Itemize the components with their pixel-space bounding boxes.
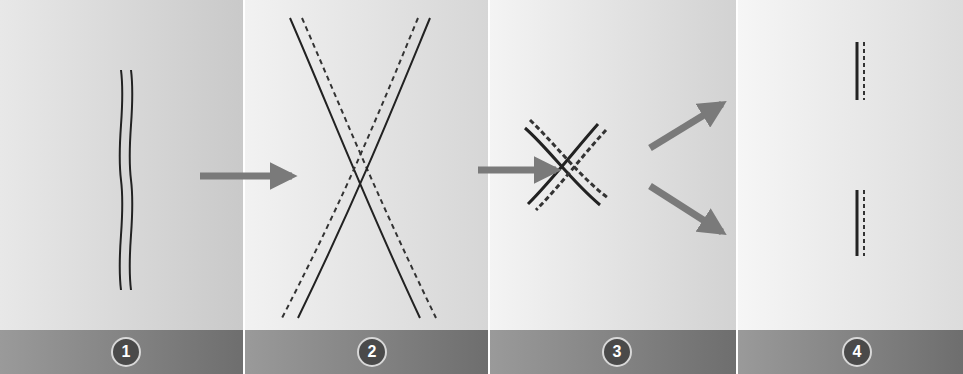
step-number-circle: 1 [111,337,141,367]
panel [489,0,737,330]
step-number: 4 [853,344,862,360]
panel-divider [244,0,737,374]
step-number-circle: 4 [842,337,872,367]
step-number-circle: 2 [357,337,387,367]
process-arrow [200,104,722,232]
chromosome-crossing [282,18,436,318]
step-number-circle: 3 [602,337,632,367]
band [489,330,737,374]
band [0,330,244,374]
step-number: 2 [368,344,377,360]
chromosome-crossing [525,120,608,210]
step-number: 1 [122,344,131,360]
panel [0,0,244,330]
panel [737,0,963,330]
chromosome-pair [120,70,133,290]
recombined-chromatids [857,42,864,256]
band [244,330,489,374]
band [737,330,963,374]
step-number: 3 [613,344,622,360]
panel [244,0,489,330]
